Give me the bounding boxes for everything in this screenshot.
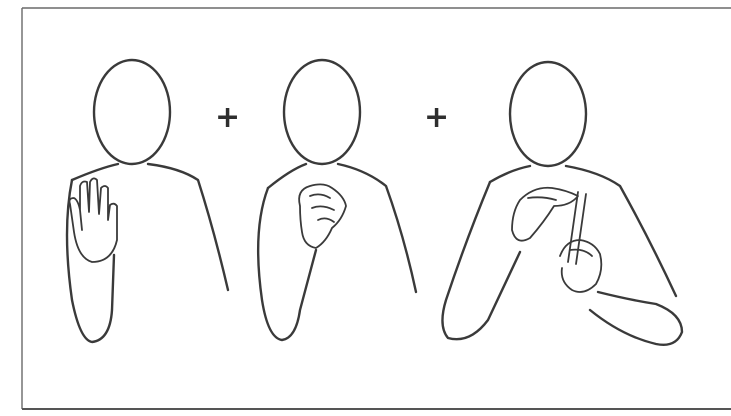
left-hand-3 xyxy=(512,188,578,241)
right-hand-3 xyxy=(560,240,601,292)
svg-text:+: + xyxy=(424,100,449,135)
head-3 xyxy=(510,62,586,166)
svg-text:+: + xyxy=(215,100,240,135)
shoulders-1 xyxy=(72,164,228,290)
plus-separator-2: + xyxy=(424,100,449,135)
hand-flat-1 xyxy=(70,178,118,262)
shoulders-3 xyxy=(490,166,676,296)
torso-left-2 xyxy=(258,188,316,340)
frame-border xyxy=(22,8,731,409)
hand-fingertips-2 xyxy=(299,184,346,248)
plus-separator-1: + xyxy=(215,100,240,135)
figure-2-closed-fingertips xyxy=(258,60,416,340)
head-1 xyxy=(94,60,170,164)
left-arm-3 xyxy=(442,182,520,339)
figure-3-pencil-grip xyxy=(442,62,682,345)
figure-1-open-palm xyxy=(67,60,228,342)
head-2 xyxy=(284,60,360,164)
right-arm-3 xyxy=(590,292,682,345)
shoulders-2 xyxy=(268,164,416,292)
